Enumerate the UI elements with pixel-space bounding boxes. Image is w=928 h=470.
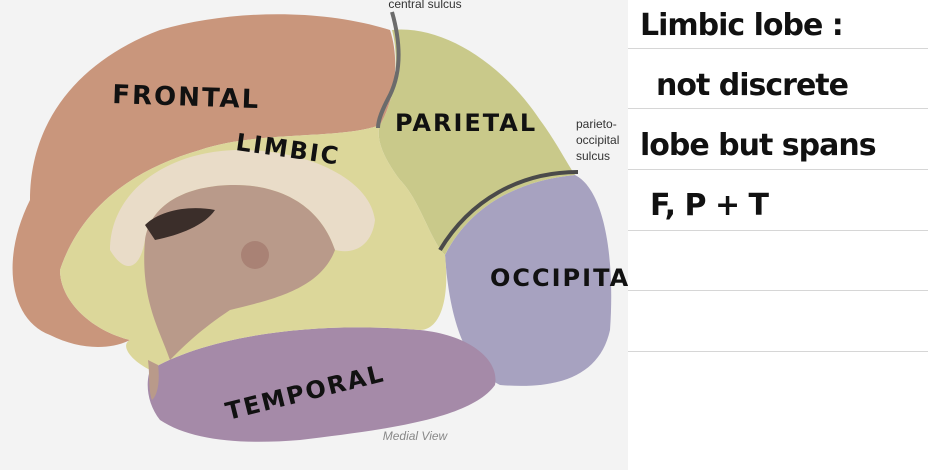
parieto-occipital-label-3: sulcus <box>576 149 610 163</box>
brain-illustration: central sulcus parieto- occipital sulcus… <box>0 0 628 470</box>
notes-panel: Limbic lobe : not discrete lobe but span… <box>628 0 928 470</box>
frontal-label: FRONTAL <box>112 80 261 115</box>
ruled-line <box>628 169 928 170</box>
ruled-line <box>628 290 928 291</box>
central-sulcus-label: central sulcus <box>388 0 461 11</box>
brain-figure: central sulcus parieto- occipital sulcus… <box>0 0 628 470</box>
note-line-1: Limbic lobe : <box>640 8 843 43</box>
ruled-line <box>628 108 928 109</box>
ruled-line <box>628 48 928 49</box>
note-line-4: F, P + T <box>650 188 768 223</box>
ruled-line <box>628 230 928 231</box>
note-line-2: not discrete <box>656 68 848 103</box>
occipital-label: OCCIPITAL <box>490 264 628 292</box>
parieto-occipital-label-1: parieto- <box>576 117 617 131</box>
note-line-3: lobe but spans <box>640 128 876 163</box>
ruled-line <box>628 351 928 352</box>
mammillary-body <box>241 241 269 269</box>
parieto-occipital-label-2: occipital <box>576 133 619 147</box>
parietal-label: PARIETAL <box>395 109 537 137</box>
figure-caption: Medial View <box>383 429 449 443</box>
